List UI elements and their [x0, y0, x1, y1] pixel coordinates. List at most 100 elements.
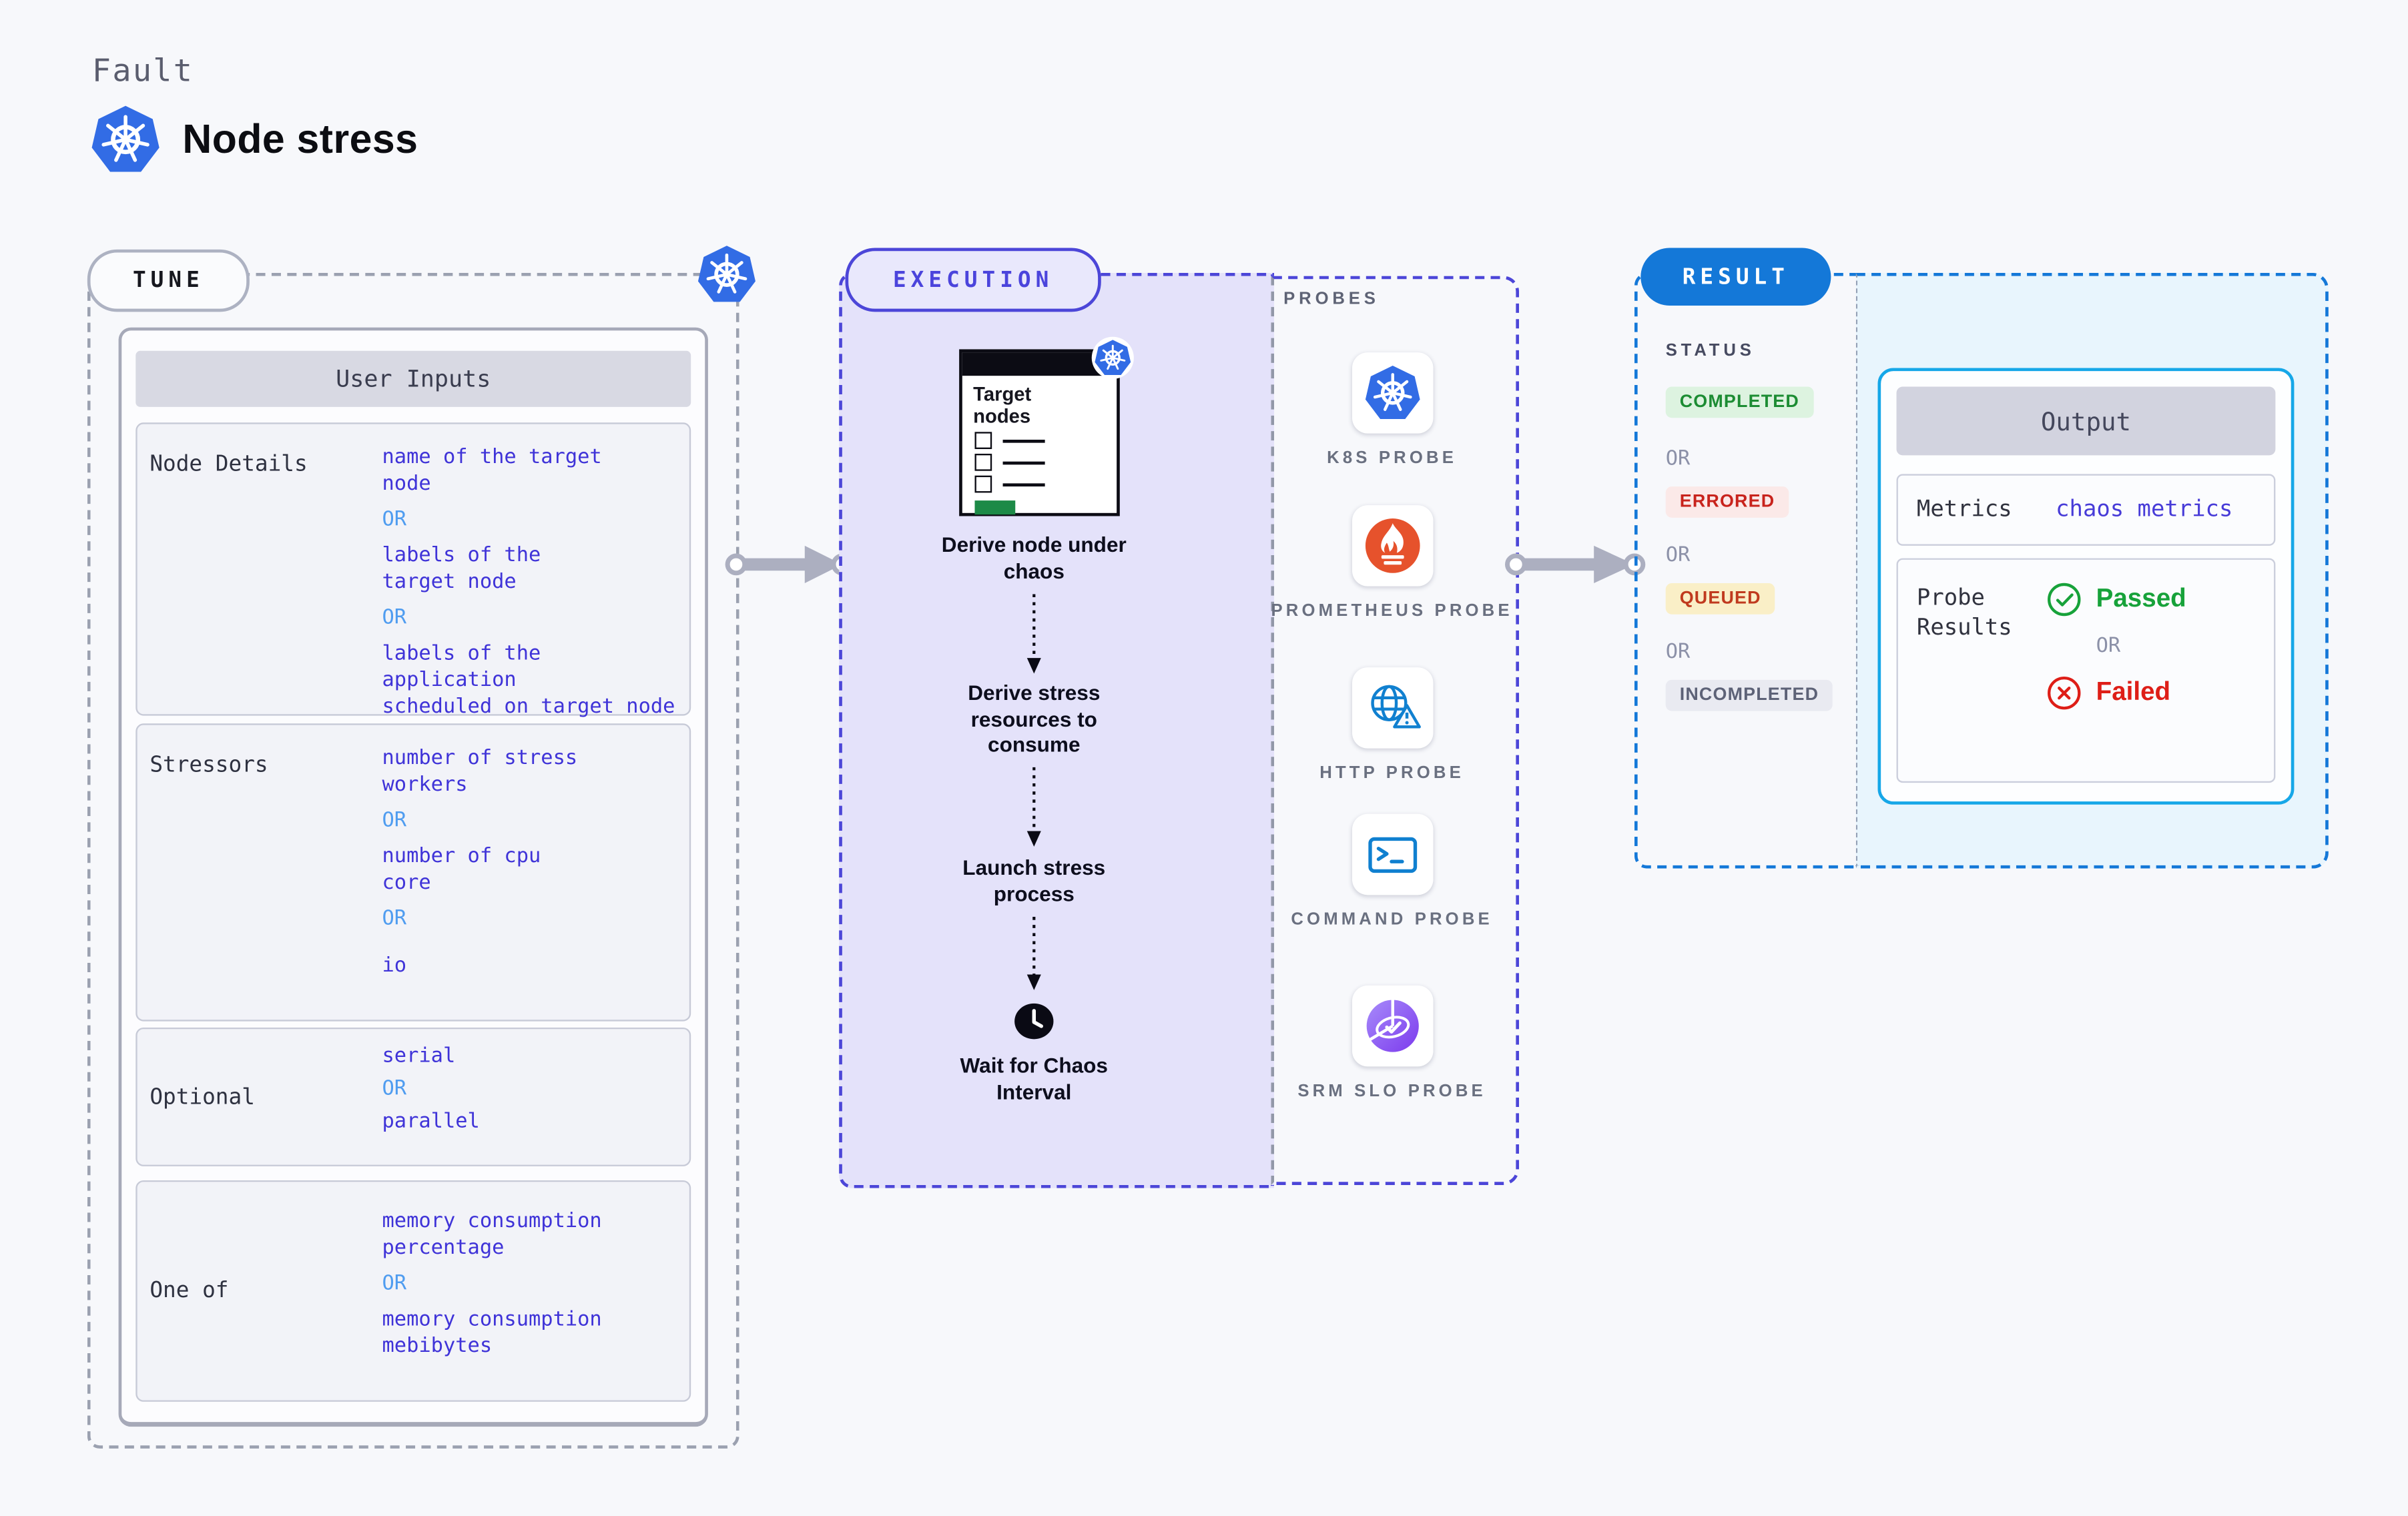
input-value: memory consumption percentage	[382, 1210, 602, 1260]
flow-arrow	[1505, 545, 1646, 583]
dotted-down-arrow	[1026, 594, 1041, 674]
window-title-bar	[962, 352, 1117, 376]
input-value: parallel	[382, 1110, 480, 1134]
metrics-label: Metrics	[1916, 497, 2012, 522]
exec-step-wait-interval: Wait for Chaos Interval	[960, 1054, 1108, 1104]
or-separator: OR	[382, 1272, 407, 1296]
row-label: One of	[149, 1278, 229, 1304]
node-list-item	[974, 454, 1117, 471]
kubernetes-icon	[695, 244, 758, 306]
input-value: labels of the application scheduled on t…	[382, 642, 675, 719]
metrics-row: Metrics chaos metrics	[1896, 474, 2276, 546]
failed-line: Failed	[2046, 675, 2186, 711]
row-values: memory consumption percentage OR memory …	[382, 1182, 687, 1359]
dotted-down-arrow	[1026, 917, 1041, 990]
input-value: memory consumption mebibytes	[382, 1308, 602, 1359]
page-title: Node stress	[182, 115, 418, 163]
probe-results-row: Probe Results Passed OR Failed	[1896, 558, 2276, 783]
or-separator: OR	[382, 607, 407, 631]
terminal-icon	[1362, 825, 1422, 884]
prometheus-icon	[1362, 516, 1422, 575]
http-globe-warning-icon	[1362, 679, 1422, 738]
or-separator: OR	[1665, 641, 1691, 665]
metrics-value: chaos metrics	[2056, 497, 2233, 522]
probes-title: PROBES	[1283, 290, 1380, 309]
or-separator: OR	[2096, 635, 2121, 659]
node-list-item	[974, 475, 1117, 493]
result-status-box	[1634, 272, 1859, 869]
or-separator: OR	[1665, 544, 1691, 568]
probe-label: HTTP PROBE	[1319, 764, 1464, 783]
checkbox-icon	[974, 454, 992, 471]
check-circle-icon	[2046, 582, 2082, 618]
output-card: Output Metrics chaos metrics Probe Resul…	[1877, 368, 2295, 805]
probe-label: COMMAND PROBE	[1291, 910, 1493, 929]
x-circle-icon	[2046, 675, 2082, 711]
or-separator: OR	[382, 809, 407, 833]
tune-section-box	[87, 272, 739, 1449]
exec-step-derive-node: Derive node under chaos	[941, 533, 1127, 583]
failed-label: Failed	[2096, 678, 2171, 707]
status-badge-incompleted: INCOMPLETED	[1665, 679, 1833, 711]
probe-results-values: Passed OR Failed	[2046, 582, 2186, 711]
checkbox-icon	[974, 475, 992, 493]
input-value: labels of the target node	[382, 544, 541, 595]
kubernetes-icon	[89, 103, 162, 176]
row-label: Optional	[149, 1084, 255, 1110]
or-separator: OR	[1665, 447, 1691, 471]
input-value: io	[382, 954, 407, 978]
probe-card	[1351, 985, 1433, 1067]
probe-card	[1351, 505, 1433, 587]
execution-section-box	[839, 272, 1275, 1188]
exec-step-launch-stress: Launch stress process	[962, 855, 1106, 905]
probe-label: SRM SLO PROBE	[1297, 1082, 1486, 1101]
passed-label: Passed	[2096, 585, 2186, 613]
status-title: STATUS	[1665, 341, 1755, 360]
probe-results-label: Probe Results	[1916, 586, 2012, 641]
probe-item-http: HTTP PROBE	[1271, 667, 1512, 786]
probe-card	[1351, 813, 1433, 895]
target-nodes-label: Target nodes	[973, 383, 1032, 428]
probe-card	[1351, 352, 1433, 434]
input-value: serial	[382, 1044, 456, 1068]
green-action-bar	[974, 500, 1016, 515]
checkbox-icon	[974, 432, 992, 449]
probe-item-command: COMMAND PROBE	[1271, 813, 1512, 933]
tune-pill: TUNE	[87, 249, 250, 312]
or-separator: OR	[382, 1077, 407, 1101]
probe-card	[1351, 667, 1433, 749]
one-of-row: One of memory consumption percentage OR …	[135, 1180, 691, 1402]
user-inputs-header: User Inputs	[135, 350, 691, 407]
probe-item-srm-slo: SRM SLO PROBE	[1271, 985, 1512, 1104]
row-values: serial OR parallel	[382, 1029, 687, 1135]
input-value: number of cpu core	[382, 845, 541, 895]
status-badge-completed: COMPLETED	[1665, 386, 1813, 418]
list-line	[1002, 438, 1045, 442]
node-details-row: Node Details name of the target node OR …	[135, 422, 691, 719]
output-header: Output	[1896, 386, 2276, 456]
result-pill: RESULT	[1640, 248, 1831, 306]
slo-pie-check-icon	[1362, 996, 1422, 1056]
input-value: number of stress workers	[382, 747, 578, 797]
flow-arrow	[725, 545, 852, 583]
row-label: Stressors	[149, 753, 268, 779]
probe-item-prometheus: PROMETHEUS PROBE	[1271, 505, 1512, 624]
list-line	[1002, 460, 1045, 464]
row-label: Node Details	[149, 452, 308, 478]
or-separator: OR	[382, 508, 407, 532]
row-values: number of stress workers OR number of cp…	[382, 725, 687, 980]
target-nodes-window: Target nodes	[959, 336, 1134, 516]
kubernetes-icon	[1362, 363, 1422, 422]
probe-label: PROMETHEUS PROBE	[1271, 602, 1513, 621]
optional-row: Optional serial OR parallel	[135, 1027, 691, 1166]
row-values: name of the target node OR labels of the…	[382, 424, 687, 721]
exec-step-derive-stress: Derive stress resources to consume	[968, 681, 1101, 757]
passed-line: Passed	[2046, 582, 2186, 618]
or-separator: OR	[382, 907, 407, 931]
list-line	[1002, 482, 1045, 486]
probe-item-k8s: K8S PROBE	[1271, 352, 1512, 471]
status-badge-queued: QUEUED	[1665, 583, 1775, 615]
kubernetes-icon	[1091, 336, 1134, 379]
dotted-down-arrow	[1026, 767, 1041, 847]
stressors-row: Stressors number of stress workers OR nu…	[135, 723, 691, 1022]
